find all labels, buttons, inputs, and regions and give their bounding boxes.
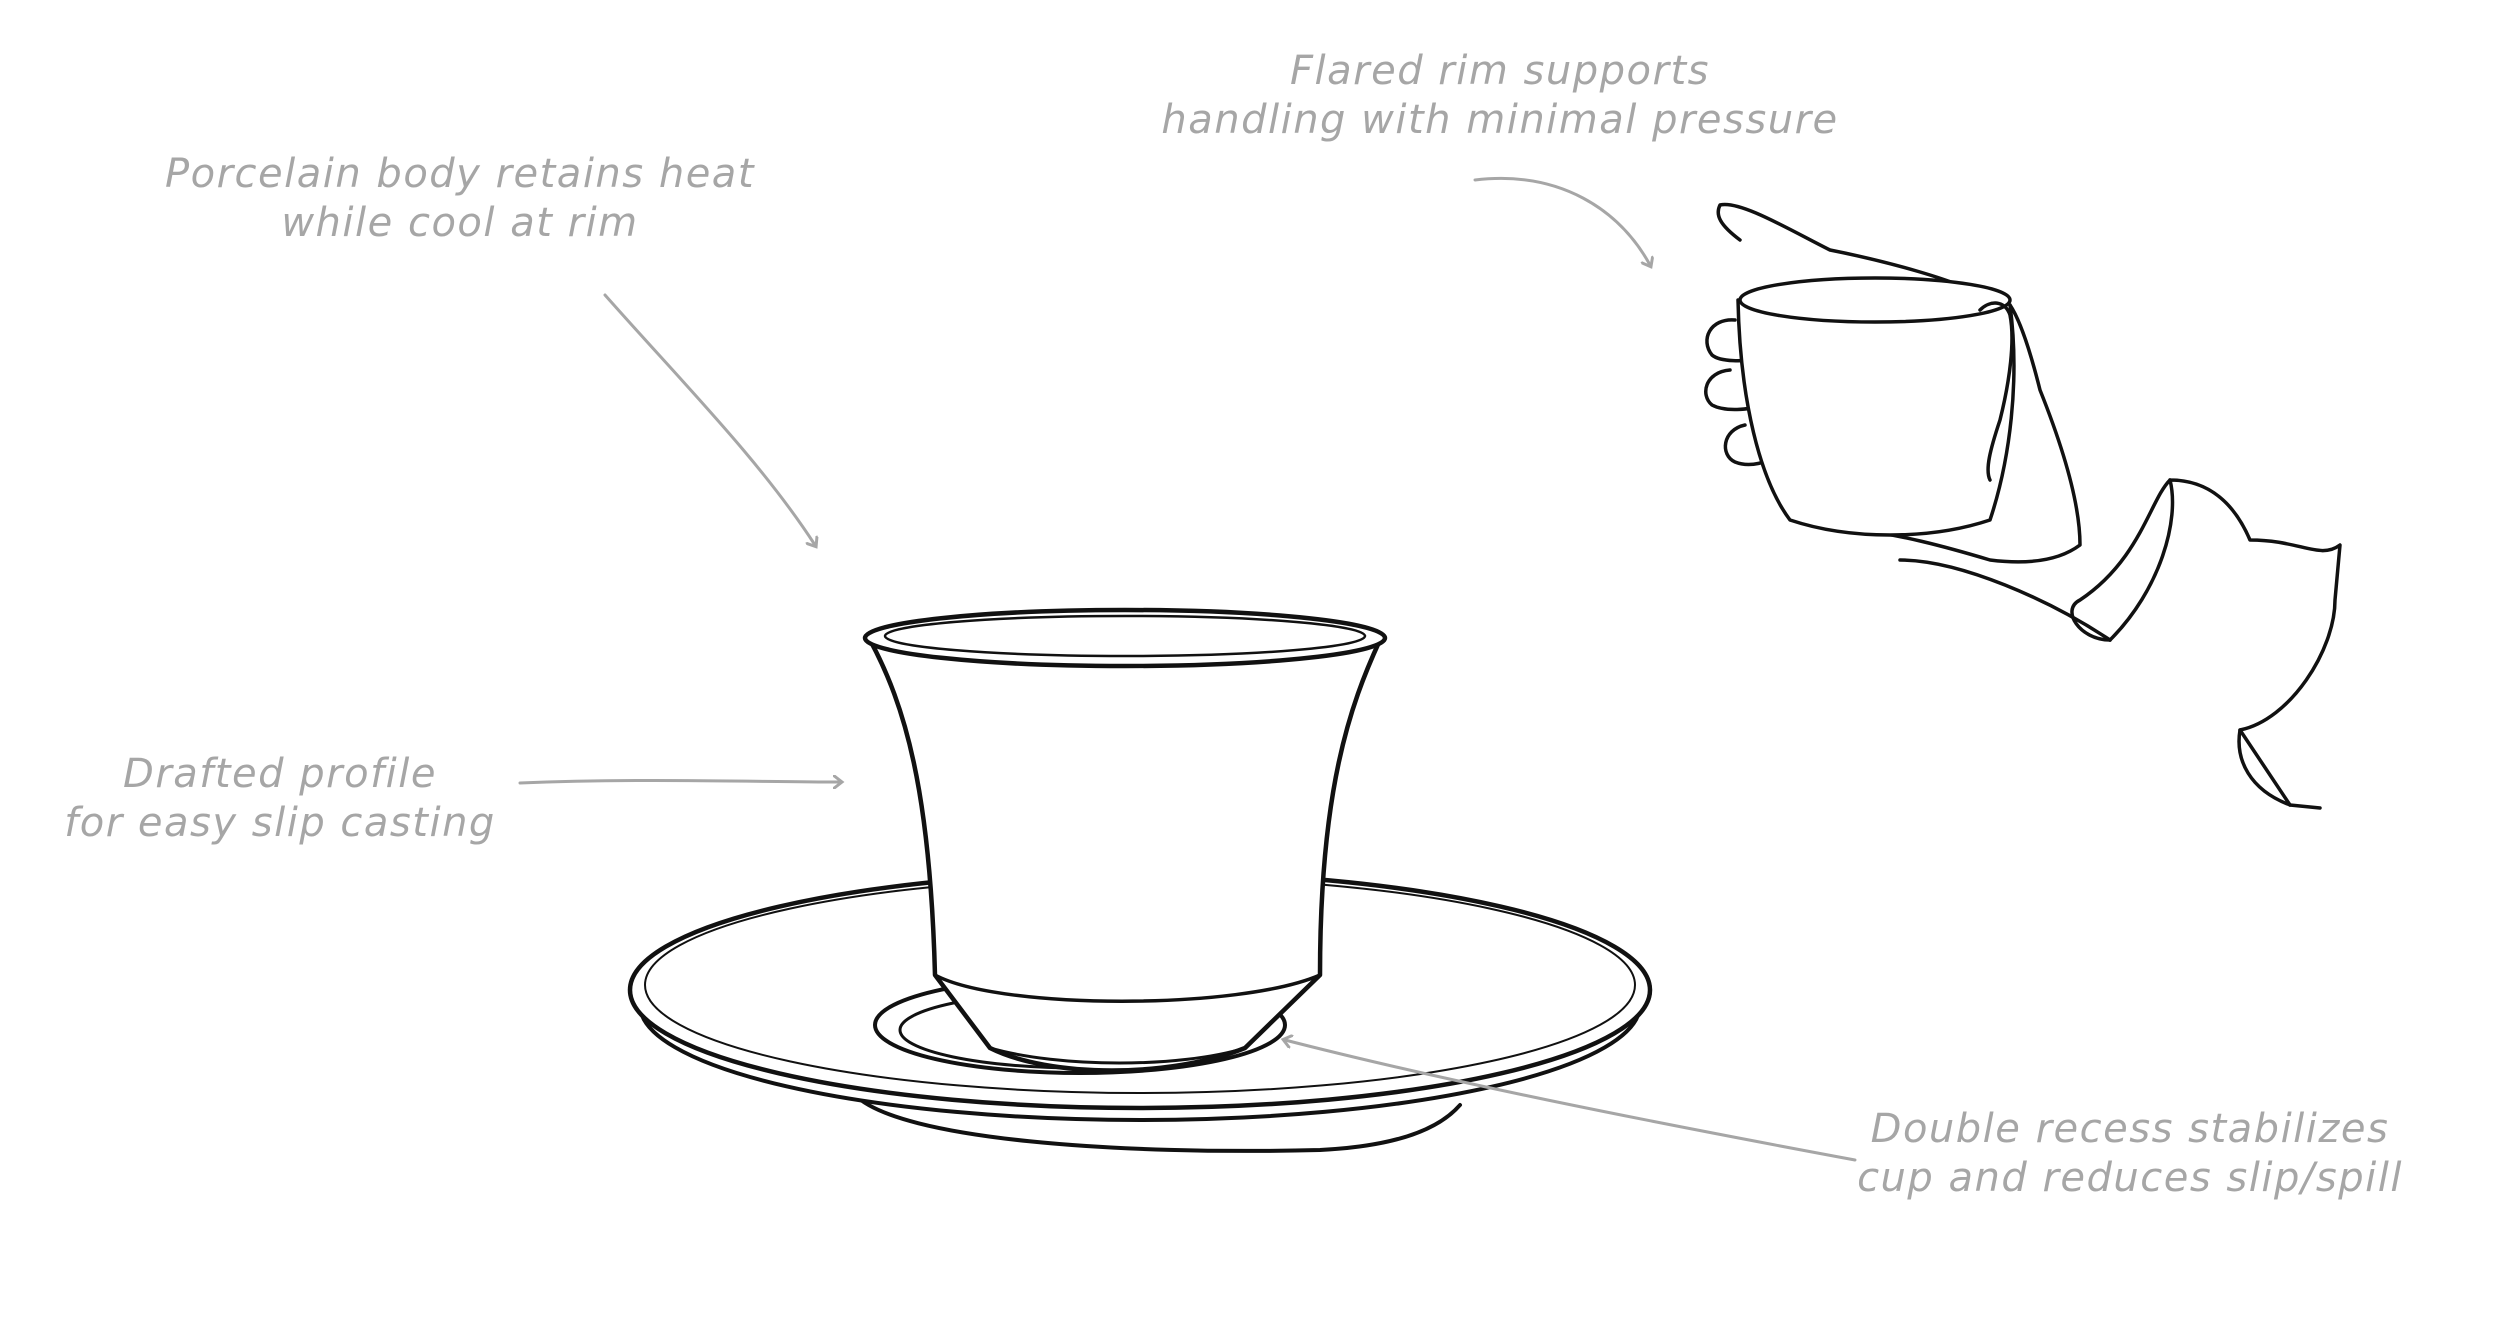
hand-cup-body bbox=[1738, 300, 2014, 535]
cup-rim-inner bbox=[885, 616, 1365, 656]
annotation-porcelain-line2: while cool at rim bbox=[110, 199, 810, 248]
annotation-rim-line1: Flared rim supports bbox=[1120, 47, 1880, 96]
annotation-recess-line2: cup and reduces slip/spill bbox=[1820, 1154, 2440, 1203]
annotation-draft-line1: Drafted profile bbox=[30, 750, 530, 799]
draft-arrow bbox=[520, 780, 840, 783]
annotation-porcelain: Porcelain body retains heat while cool a… bbox=[110, 150, 810, 248]
hand-cup-rim bbox=[1740, 278, 2010, 322]
annotation-recess: Double recess stabilizes cup and reduces… bbox=[1820, 1105, 2440, 1203]
annotation-rim-line2: handling with minimal pressure bbox=[1120, 96, 1880, 145]
sleeve-cuff bbox=[2110, 480, 2173, 640]
annotation-recess-line1: Double recess stabilizes bbox=[1820, 1105, 2440, 1154]
annotation-draft: Drafted profile for easy slip casting bbox=[30, 750, 530, 848]
annotation-porcelain-line1: Porcelain body retains heat bbox=[110, 150, 810, 199]
annotation-rim: Flared rim supports handling with minima… bbox=[1120, 47, 1880, 145]
sleeve bbox=[2072, 480, 2340, 808]
hand-sketch bbox=[1706, 204, 2340, 808]
annotation-draft-line2: for easy slip casting bbox=[30, 799, 530, 848]
rim-arrow bbox=[1475, 178, 1650, 265]
porcelain-arrow bbox=[605, 295, 815, 545]
